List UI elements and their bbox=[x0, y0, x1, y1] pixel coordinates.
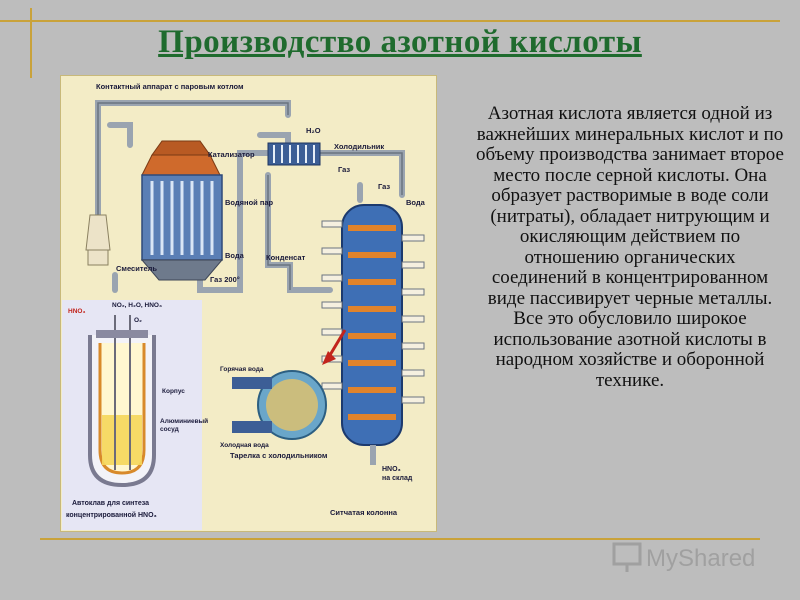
label-cooler: Холодильник bbox=[334, 142, 384, 151]
label-gas200: Газ 200° bbox=[210, 275, 240, 284]
label-hno3-store-1: HNO₃ bbox=[382, 466, 401, 473]
label-hno3-weak: HNO₃ bbox=[68, 308, 85, 315]
label-vessel-1: Алюминиевый bbox=[160, 417, 208, 425]
pipework-outline bbox=[97, 102, 403, 290]
zoom-arrow bbox=[328, 329, 347, 356]
label-column: Ситчатая колонна bbox=[330, 508, 398, 517]
contact-apparatus bbox=[140, 140, 224, 281]
label-water-out: H₂O bbox=[306, 126, 321, 135]
zoom-arrowhead bbox=[322, 351, 336, 365]
label-o2: O₂ bbox=[134, 317, 142, 324]
label-gases-in: NO₂, H₂O, HNO₃ bbox=[112, 302, 162, 309]
label-gas-left: Газ bbox=[338, 165, 350, 174]
label-contact-apparatus: Контактный аппарат с паровым котлом bbox=[96, 82, 244, 91]
watermark-text: MyShared bbox=[646, 545, 755, 572]
top-rule bbox=[0, 20, 780, 22]
label-steam: Водяной пар bbox=[225, 198, 274, 207]
tray-with-cooler bbox=[232, 370, 327, 440]
label-hot-water: Горячая вода bbox=[220, 366, 264, 373]
label-mixer: Смеситель bbox=[116, 264, 157, 273]
label-tray: Тарелка с холодильником bbox=[230, 451, 328, 460]
cooler bbox=[267, 142, 321, 166]
sieve-column bbox=[321, 204, 425, 465]
watermark-logo: MyShared bbox=[612, 542, 755, 572]
label-water-col: Вода bbox=[406, 198, 426, 207]
label-hno3-store-2: на склад bbox=[382, 475, 413, 482]
slide-title: Производство азотной кислоты bbox=[158, 24, 642, 60]
label-catalyst: Катализатор bbox=[208, 150, 255, 159]
bottom-rule bbox=[40, 538, 760, 540]
label-water-in: Вода bbox=[225, 251, 245, 260]
label-body: Корпус bbox=[162, 388, 185, 395]
nitric-acid-process-diagram: Контактный аппарат с паровым котлом Ката… bbox=[60, 75, 437, 532]
slide-body-text: Азотная кислота является одной из важней… bbox=[476, 103, 784, 391]
autoclave bbox=[88, 315, 156, 488]
label-autoclave-1: Автоклав для синтеза bbox=[72, 500, 149, 507]
presentation-icon bbox=[612, 542, 642, 566]
label-vessel-2: сосуд bbox=[160, 426, 179, 433]
label-gas-top: Газ bbox=[378, 182, 390, 191]
label-cold-water: Холодная вода bbox=[220, 442, 269, 449]
label-condensate: Конденсат bbox=[266, 253, 306, 262]
left-vertical-rule bbox=[30, 8, 32, 78]
mixer bbox=[85, 214, 111, 266]
label-autoclave-2: концентрированной HNO₃ bbox=[66, 511, 157, 519]
